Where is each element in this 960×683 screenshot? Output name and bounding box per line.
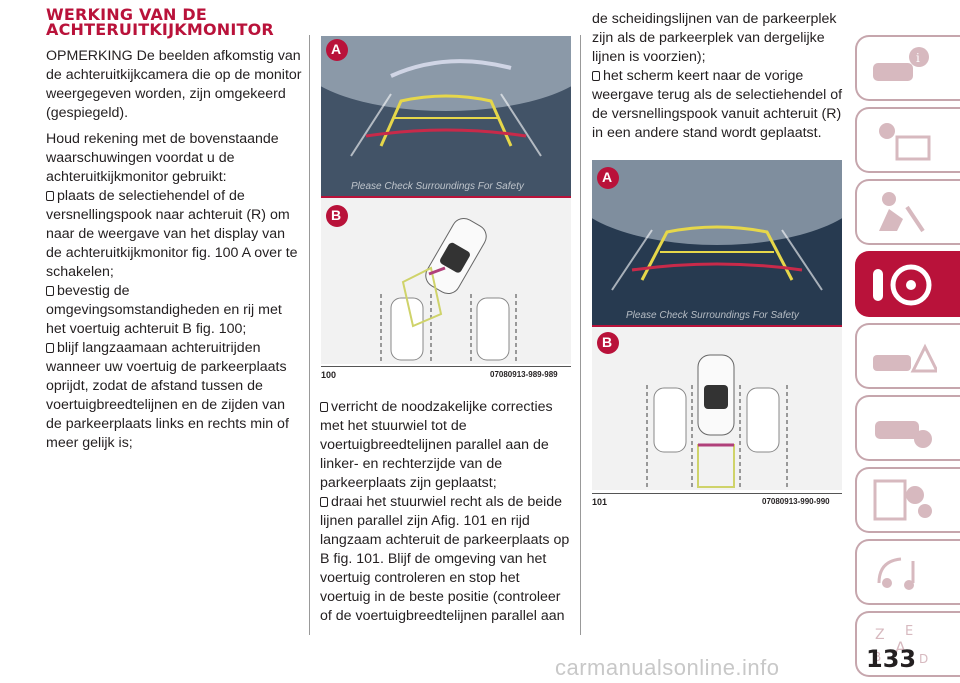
section-heading: WERKING VAN DE ACHTERUITKIJKMONITOR — [46, 5, 302, 39]
emergency-icon — [873, 343, 937, 373]
tab-technical-data[interactable] — [855, 467, 960, 533]
svg-text:Z: Z — [875, 627, 885, 643]
column-2: verricht de noodzakelijke correcties met… — [320, 398, 572, 626]
continued-paragraph: de scheidingslijnen van de parkeerplek z… — [592, 11, 837, 65]
bullet-text: blijf langzaamaan achteruitrijden wannee… — [46, 340, 289, 451]
figure-code: 07080913-989-989 — [490, 370, 558, 379]
multimedia-icon — [877, 557, 915, 590]
bullet-icon — [46, 191, 54, 201]
key-steering-wheel-icon — [873, 264, 932, 306]
car-maintenance-icon — [875, 421, 932, 448]
page-number: 133 — [866, 645, 917, 673]
svg-text:E: E — [905, 624, 913, 639]
bullet-icon — [320, 497, 328, 507]
tab-multimedia[interactable] — [855, 539, 960, 605]
dashboard-lights-icon — [879, 123, 931, 161]
tab-emergency[interactable] — [855, 323, 960, 389]
figure-caption-rule — [321, 366, 571, 367]
bullet-item: plaats de selectiehendel of de versnelli… — [46, 187, 302, 282]
tab-car-info[interactable]: i — [855, 35, 960, 101]
figure-number: 100 — [321, 370, 337, 380]
bullet-text: draai het stuurwiel recht als de beide l… — [320, 494, 570, 624]
watermark: carmanualsonline.info — [555, 655, 780, 680]
rear-camera-illustration — [321, 36, 571, 364]
figure-label-b: B — [602, 334, 613, 350]
bullet-icon — [320, 402, 328, 412]
svg-text:B: B — [873, 650, 881, 664]
tab-safety[interactable] — [855, 179, 960, 245]
bullet-icon — [46, 343, 54, 353]
bullet-text: verricht de noodzakelijke correcties met… — [320, 399, 553, 491]
tab-maintenance[interactable] — [855, 395, 960, 461]
bullet-icon — [46, 286, 54, 296]
figure-label-a: A — [331, 41, 342, 57]
column-1: WERKING VAN DE ACHTERUITKIJKMONITOR OPME… — [46, 7, 302, 453]
note-paragraph: OPMERKING De beelden afkomstig van de ac… — [46, 48, 302, 121]
intro-paragraph: Houd rekening met de bovenstaande waarsc… — [46, 131, 279, 185]
svg-text:A: A — [895, 638, 906, 657]
bullet-item: het scherm keert naar de vorige weergave… — [592, 67, 844, 143]
column-3: de scheidingslijnen van de parkeerplek z… — [592, 10, 844, 143]
tab-starting-driving[interactable] — [855, 251, 960, 317]
heading-line-2: ACHTERUITKIJKMONITOR — [46, 20, 274, 39]
car-info-icon: i — [873, 47, 929, 81]
safety-airbag-icon — [879, 192, 925, 233]
figure-number: 101 — [592, 497, 608, 507]
index-icon: Z EAB D — [873, 624, 928, 666]
figure-caption-rule — [592, 493, 842, 494]
bullet-item: blijf langzaamaan achteruitrijden wannee… — [46, 339, 302, 453]
rear-camera-illustration — [592, 160, 842, 490]
bullet-text: het scherm keert naar de vorige weergave… — [592, 68, 843, 141]
bullet-item: bevestig de omgevingsomstandigheden en r… — [46, 282, 302, 339]
bullet-item: verricht de noodzakelijke correcties met… — [320, 398, 572, 493]
column-divider — [580, 35, 581, 635]
figure-label-a: A — [602, 169, 613, 185]
figure-101: A B Please Check Surroundings For Safety — [592, 160, 842, 490]
technical-data-icon — [873, 479, 932, 521]
bullet-text: bevestig de omgevingsomstandigheden en r… — [46, 283, 282, 337]
tab-dashboard-lights[interactable] — [855, 107, 960, 173]
column-divider — [309, 35, 310, 635]
figure-code: 07080913-990-990 — [762, 497, 830, 506]
svg-text:D: D — [919, 652, 928, 666]
bullet-item: draai het stuurwiel recht als de beide l… — [320, 493, 572, 626]
bullet-icon — [592, 71, 600, 81]
heading-line-1: WERKING VAN DE — [46, 5, 207, 24]
figure-label-b: B — [331, 207, 342, 223]
bullet-text: plaats de selectiehendel of de versnelli… — [46, 188, 298, 280]
figure-100: A B Please Check Surroundings For Safety — [321, 36, 571, 364]
svg-text:i: i — [916, 51, 920, 65]
camera-overlay-text: Please Check Surroundings For Safety — [351, 181, 524, 192]
camera-overlay-text: Please Check Surroundings For Safety — [626, 310, 799, 321]
